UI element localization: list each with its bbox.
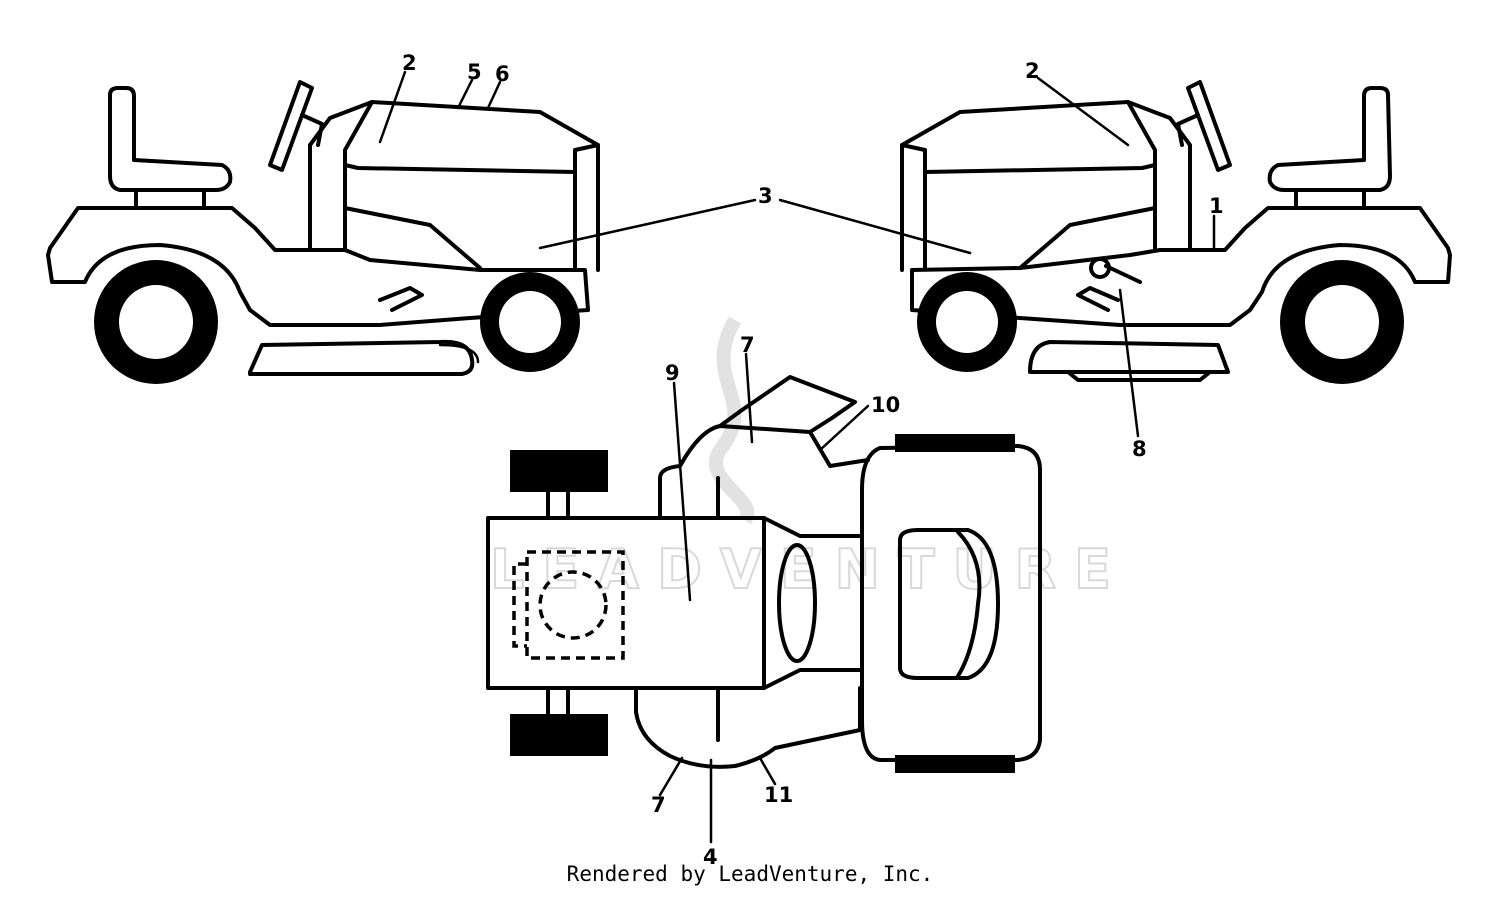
tractor-left-view — [46, 80, 600, 384]
leader-lines — [378, 70, 1216, 844]
watermark-text: LEADVENTURE — [490, 538, 1129, 601]
callout-8: 8 — [1132, 437, 1147, 461]
footer-credit: Rendered by LeadVenture, Inc. — [566, 862, 934, 886]
callout-7-bottom: 7 — [651, 793, 666, 817]
callout-7-top: 7 — [740, 333, 755, 357]
callout-2-left: 2 — [402, 51, 417, 75]
tractor-top-view — [486, 375, 1042, 773]
callout-9: 9 — [665, 361, 680, 385]
callout-11: 11 — [764, 783, 793, 807]
callout-5: 5 — [467, 60, 482, 84]
callout-labels: 1 2 2 3 4 5 6 7 7 8 9 10 11 — [402, 51, 1224, 869]
callout-2-right: 2 — [1025, 59, 1040, 83]
watermark-flame-icon — [708, 316, 755, 525]
callout-6: 6 — [495, 62, 510, 86]
tractor-right-view — [900, 80, 1452, 384]
callout-3: 3 — [758, 184, 773, 208]
callout-4: 4 — [703, 845, 718, 869]
callout-1: 1 — [1209, 194, 1224, 218]
callout-10: 10 — [871, 393, 900, 417]
